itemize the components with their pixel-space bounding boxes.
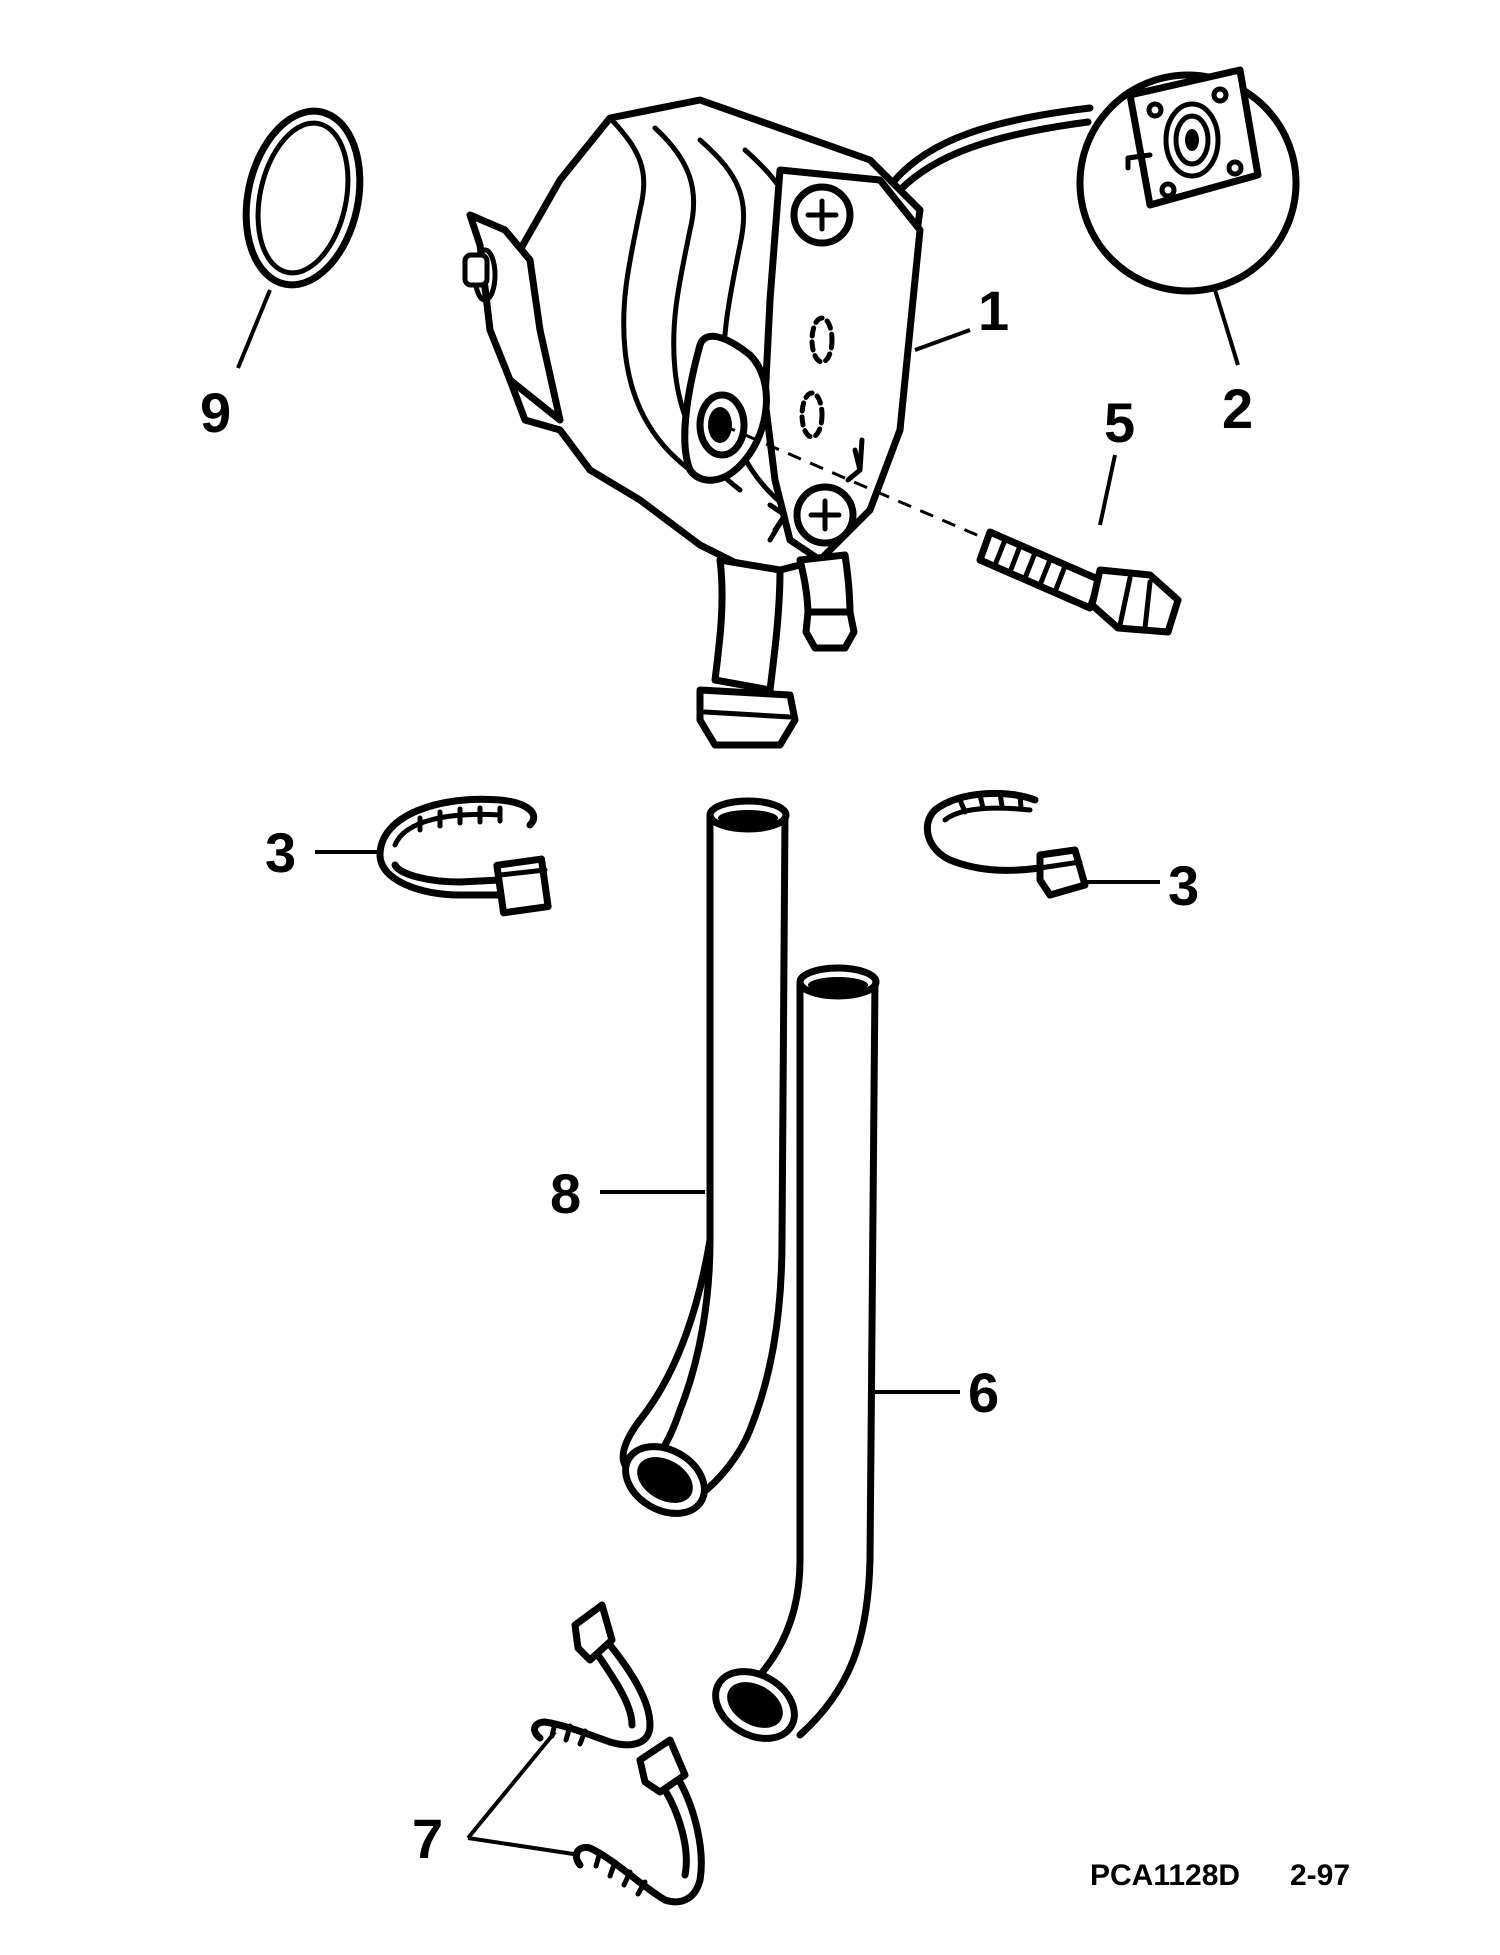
- drawing-id: PCA1128D: [1090, 1859, 1240, 1892]
- leader-1: [914, 328, 971, 352]
- clamps-part-7: [531, 1601, 705, 1906]
- leader-7a: [466, 1730, 557, 1840]
- callout-2: 2: [1222, 377, 1253, 440]
- leader-2: [1213, 289, 1240, 366]
- fuel-pump-part-1: [462, 96, 924, 749]
- leader-9: [236, 289, 272, 369]
- clamp-left-part-3: [376, 795, 552, 917]
- pulse-line-to-detail: [891, 104, 1094, 184]
- callout-9: 9: [200, 381, 231, 444]
- diaphragm-detail-part-2: [1076, 66, 1300, 295]
- fuel-hose-part-6: [712, 964, 880, 1742]
- bolt-part-5: [976, 528, 1182, 636]
- o-ring-part-9: [242, 107, 364, 289]
- clamp-right-part-3: [923, 790, 1089, 899]
- leader-5: [1098, 454, 1117, 526]
- fuel-hose-part-8: [619, 797, 790, 1517]
- callout-6: 6: [968, 1361, 999, 1424]
- callout-3-right: 3: [1168, 854, 1199, 917]
- callout-5: 5: [1104, 391, 1135, 454]
- callout-8: 8: [550, 1162, 581, 1225]
- drawing-revision: 2-97: [1290, 1859, 1350, 1892]
- callout-1: 1: [978, 279, 1009, 342]
- callout-3-left: 3: [265, 821, 296, 884]
- leader-7b: [467, 1836, 581, 1857]
- callout-7: 7: [412, 1807, 443, 1870]
- bolt-alignment-line: [721, 423, 1001, 547]
